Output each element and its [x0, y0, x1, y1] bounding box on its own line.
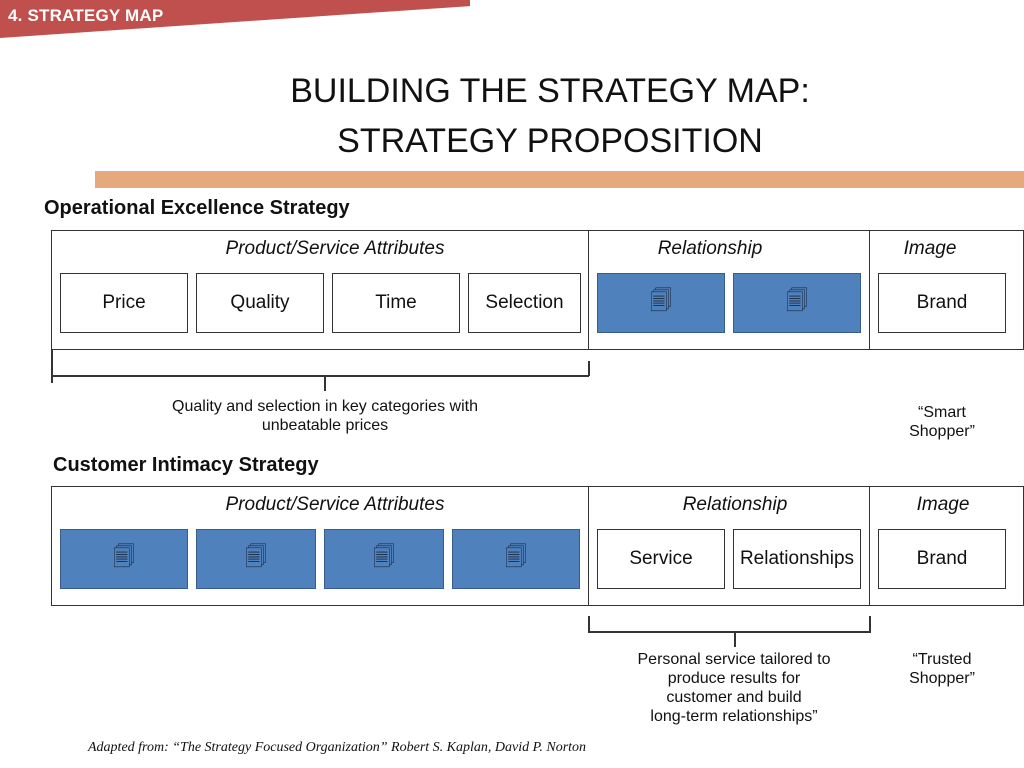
attribute-box-price: Price	[60, 273, 188, 333]
intimacy-image-note: “Trusted Shopper”	[909, 651, 975, 687]
operational-bracket-stem	[324, 375, 326, 391]
operational-attributes-label: Product/Service Attributes	[225, 238, 445, 259]
relationship-box-2: 🗐	[733, 273, 861, 333]
attribute-box-time: Time	[332, 273, 460, 333]
document-icon: 🗐	[245, 544, 267, 569]
attribute-box-1: 🗐	[60, 529, 188, 589]
intimacy-bracket-stem	[734, 631, 736, 647]
intimacy-image-label: Image	[916, 494, 970, 515]
operational-heading: Operational Excellence Strategy	[44, 197, 350, 219]
operational-bracket-right	[588, 361, 590, 376]
section-tag: 4. STRATEGY MAP	[8, 6, 164, 25]
operational-relationship-label: Relationship	[657, 238, 763, 259]
attribute-box-4: 🗐	[452, 529, 580, 589]
attribute-box-2: 🗐	[196, 529, 316, 589]
intimacy-bracket-base	[588, 631, 871, 633]
operational-divider-2	[869, 230, 870, 350]
document-icon: 🗐	[113, 544, 135, 569]
intimacy-bracket-right	[869, 616, 871, 632]
page-title-line-2: STRATEGY PROPOSITION	[337, 122, 763, 160]
operational-bracket-base	[51, 375, 589, 377]
intimacy-divider-2	[869, 486, 870, 606]
relationship-box-1: 🗐	[597, 273, 725, 333]
operational-image-note: “Smart Shopper”	[909, 404, 975, 440]
document-icon: 🗐	[650, 288, 672, 313]
relationship-box-service: Service	[597, 529, 725, 589]
attribute-box-3: 🗐	[324, 529, 444, 589]
attribute-box-selection: Selection	[468, 273, 581, 333]
intimacy-relationship-label: Relationship	[682, 494, 788, 515]
intimacy-heading: Customer Intimacy Strategy	[53, 454, 319, 476]
operational-note: Quality and selection in key categories …	[172, 398, 478, 434]
operational-image-label: Image	[903, 238, 957, 259]
operational-divider-1	[588, 230, 589, 350]
document-icon: 🗐	[505, 544, 527, 569]
page-title-line-1: BUILDING THE STRATEGY MAP:	[290, 72, 810, 110]
attribute-box-quality: Quality	[196, 273, 324, 333]
image-box-brand: Brand	[878, 273, 1006, 333]
intimacy-note: Personal service tailored to produce res…	[637, 651, 831, 725]
intimacy-attributes-label: Product/Service Attributes	[225, 494, 445, 515]
source-citation: Adapted from: “The Strategy Focused Orga…	[88, 740, 587, 755]
relationship-box-relationships: Relationships	[733, 529, 861, 589]
operational-bracket-left	[51, 350, 53, 383]
accent-bar	[95, 171, 1024, 188]
image-box-brand: Brand	[878, 529, 1006, 589]
document-icon: 🗐	[786, 288, 808, 313]
intimacy-divider-1	[588, 486, 589, 606]
intimacy-bracket-left	[588, 616, 590, 632]
document-icon: 🗐	[373, 544, 395, 569]
